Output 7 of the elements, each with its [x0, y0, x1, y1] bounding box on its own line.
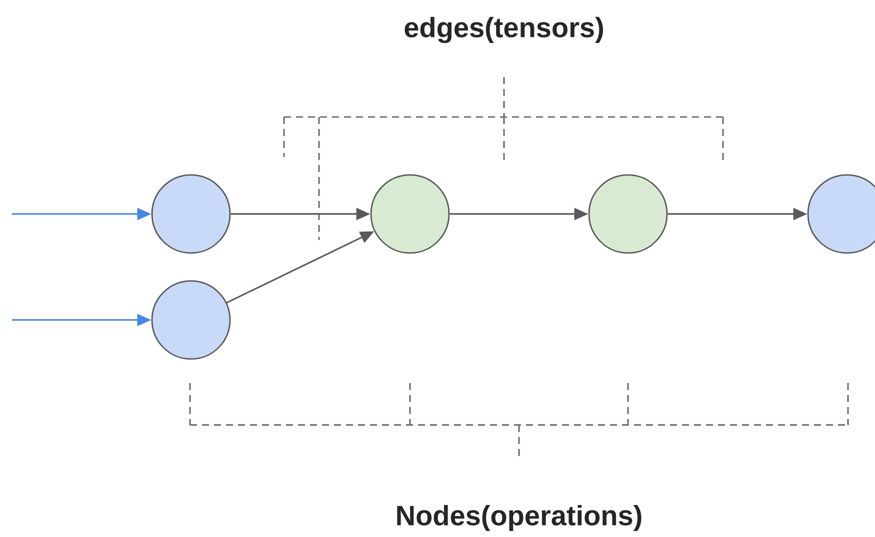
circle-node	[151, 280, 231, 360]
circle-node	[588, 174, 668, 254]
bracket-label: Nodes(operations)	[397, 504, 642, 532]
circle-node	[151, 174, 231, 254]
circle-node	[807, 174, 875, 254]
circle-node	[370, 174, 450, 254]
bracket-label: edges(tensors)	[404, 16, 603, 44]
